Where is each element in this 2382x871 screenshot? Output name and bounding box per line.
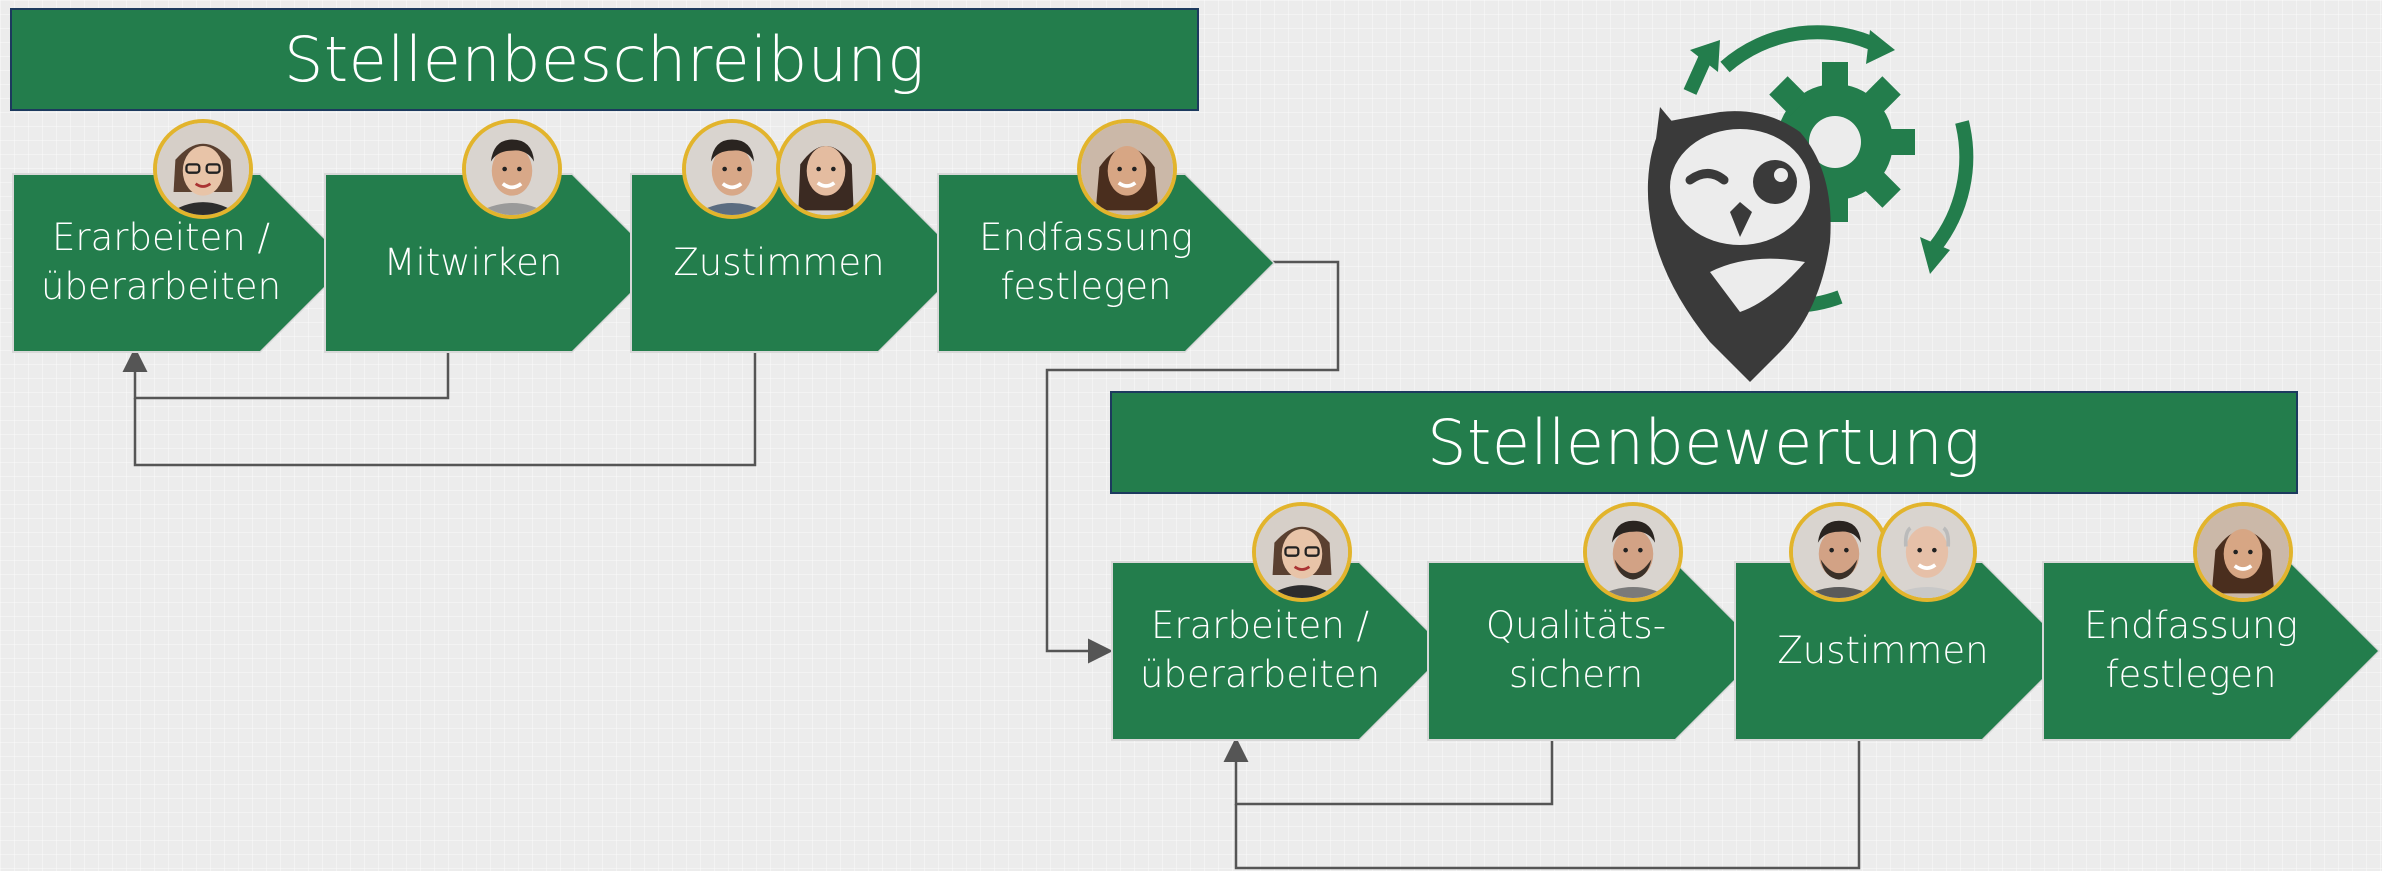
person-woman-avatar [2193,502,2293,602]
cycle-arrow-icon [1720,25,1884,73]
step-label: Erarbeiten / überarbeiten [40,216,282,308]
step-label: Qualitäts- sichern [1485,604,1667,696]
section-title-stellenbeschreibung: Stellenbeschreibung [10,8,1199,111]
feedback-connector [1234,738,1861,870]
owl-icon [1647,107,1831,382]
person-man-bald-avatar [1877,502,1977,602]
person-man-avatar [682,119,782,219]
person-man-avatar [462,119,562,219]
feedback-connector [122,347,450,400]
person-woman-glasses-avatar [1252,502,1352,602]
section-transition-connector [1045,260,1340,664]
person-man-beard-avatar [1789,502,1889,602]
step-label: Zustimmen [1777,628,1989,672]
step-label: Endfassung festlegen [2084,604,2298,696]
feedback-connector [133,350,757,467]
step-label: Erarbeiten / überarbeiten [1139,604,1381,696]
step-label: Mitwirken [383,240,563,284]
feedback-connector [1223,737,1554,806]
person-woman-glasses-avatar [153,119,253,219]
step-label: Endfassung festlegen [979,216,1193,308]
person-man-beard-avatar [1583,502,1683,602]
cycle-arrow-icon [1929,120,1974,252]
owl-gear-cycle-logo [1647,25,1974,382]
person-woman-avatar [1077,119,1177,219]
step-label: Zustimmen [673,240,885,284]
section-title-stellenbewertung: Stellenbewertung [1110,391,2298,494]
person-woman-avatar [776,119,876,219]
